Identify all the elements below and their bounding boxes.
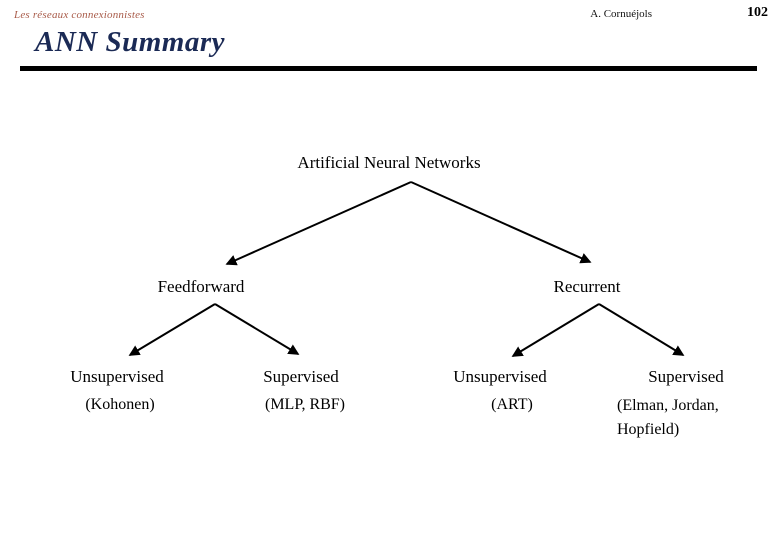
node-recurrent-unsupervised: Unsupervised [453,367,547,386]
node-recurrent-supervised: Supervised [648,367,724,386]
caption-kohonen: (Kohonen) [85,396,155,413]
page-number: 102 [747,5,768,20]
edge-recurrent-unsupervised [511,303,600,357]
caption-art: (ART) [491,396,533,413]
edge-recurrent-supervised [598,303,685,356]
course-label: Les réseaux connexionnistes [14,9,145,21]
edge-root-feedforward [225,181,412,266]
node-feedforward-supervised: Supervised [263,367,339,386]
node-feedforward: Feedforward [157,277,245,296]
caption-elman-jordan-hopfield: (Elman, Jordan, Hopfield) [617,397,719,438]
slide-title: ANN Summary [35,26,226,58]
node-root: Artificial Neural Networks [297,153,481,172]
caption-mlp-rbf: (MLP, RBF) [264,396,346,413]
node-recurrent: Recurrent [553,277,621,296]
edge-root-recurrent [410,181,592,264]
edge-feedforward-supervised [214,303,300,355]
edge-feedforward-unsupervised [128,303,216,356]
title-rule [20,66,757,71]
author-credit: A. Cornuéjols [590,8,652,20]
node-feedforward-unsupervised: Unsupervised [70,367,164,386]
